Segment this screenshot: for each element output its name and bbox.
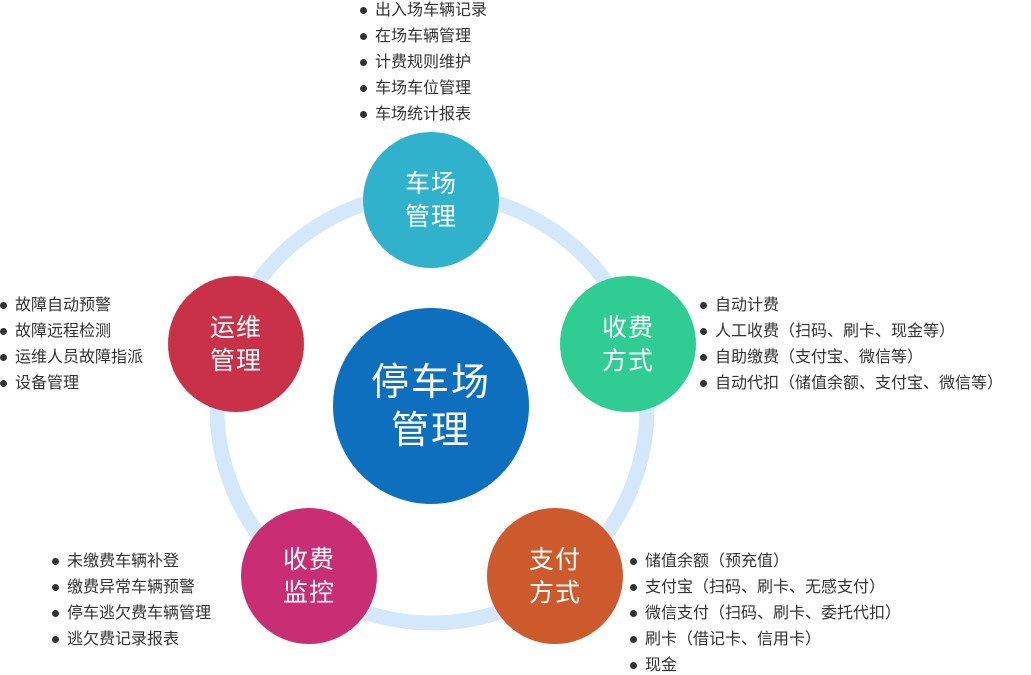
bullet-icon xyxy=(52,557,59,565)
bullet-icon xyxy=(360,110,367,118)
list-item-text: 车场车位管理 xyxy=(375,78,472,97)
payment-mode-items: 储值余额（预充值） 支付宝（扫码、刷卡、无感支付） 微信支付（扫码、刷卡、委托代… xyxy=(630,548,901,675)
bullet-icon xyxy=(52,635,59,643)
bullet-icon xyxy=(700,353,707,361)
list-item-text: 自动计费 xyxy=(715,295,780,314)
bullet-icon xyxy=(360,84,367,92)
bullet-icon xyxy=(700,379,707,387)
list-item-text: 计费规则维护 xyxy=(375,52,472,71)
bullet-icon xyxy=(630,557,637,565)
list-item: 运维人员故障指派 xyxy=(0,344,143,370)
list-item-text: 出入场车辆记录 xyxy=(375,0,488,19)
list-item: 自动计费 xyxy=(700,292,1003,318)
list-item: 支付宝（扫码、刷卡、无感支付） xyxy=(630,574,901,600)
bullet-icon xyxy=(360,32,367,40)
list-item-text: 缴费异常车辆预警 xyxy=(67,577,196,596)
list-item-text: 停车逃欠费车辆管理 xyxy=(67,603,212,622)
list-item: 故障自动预警 xyxy=(0,292,143,318)
node-fee-monitoring[interactable]: 收费 监控 xyxy=(241,508,377,644)
list-item-text: 未缴费车辆补登 xyxy=(67,551,180,570)
bullet-icon xyxy=(700,327,707,335)
center-node-line1: 停车场 xyxy=(370,360,491,404)
parking-management-items: 出入场车辆记录 在场车辆管理 计费规则维护 车场车位管理 车场统计报表 xyxy=(360,0,487,127)
node-parking-management-line1: 车场 xyxy=(404,169,457,198)
node-fee-mode[interactable]: 收费 方式 xyxy=(560,276,696,412)
list-item-text: 刷卡（借记卡、信用卡） xyxy=(645,629,822,648)
list-item: 未缴费车辆补登 xyxy=(52,548,211,574)
bullet-icon xyxy=(360,58,367,66)
list-item-text: 设备管理 xyxy=(15,373,80,392)
node-fee-mode-line2: 方式 xyxy=(601,346,654,375)
list-item-text: 故障自动预警 xyxy=(15,295,112,314)
bullet-icon xyxy=(52,583,59,591)
list-item: 逃欠费记录报表 xyxy=(52,626,211,652)
node-payment-mode[interactable]: 支付 方式 xyxy=(487,508,623,644)
list-item-text: 运维人员故障指派 xyxy=(15,347,144,366)
node-ops-management-line1: 运维 xyxy=(209,313,262,342)
bullet-icon xyxy=(630,661,637,669)
list-item-text: 在场车辆管理 xyxy=(375,26,472,45)
list-item-text: 微信支付（扫码、刷卡、委托代扣） xyxy=(645,603,902,622)
node-parking-management-line2: 管理 xyxy=(404,202,457,231)
center-node-line2: 管理 xyxy=(390,408,471,452)
list-item: 现金 xyxy=(630,652,901,675)
fee-mode-items: 自动计费 人工收费（扫码、刷卡、现金等） 自助缴费（支付宝、微信等） 自动代扣（… xyxy=(700,292,1003,396)
node-fee-monitoring-line2: 监控 xyxy=(282,578,335,607)
bullet-icon xyxy=(630,583,637,591)
list-item-text: 储值余额（预充值） xyxy=(645,551,790,570)
node-fee-mode-line1: 收费 xyxy=(601,313,654,342)
list-item-text: 逃欠费记录报表 xyxy=(67,629,180,648)
list-item: 人工收费（扫码、刷卡、现金等） xyxy=(700,318,1003,344)
bullet-icon xyxy=(52,609,59,617)
list-item: 自动代扣（储值余额、支付宝、微信等） xyxy=(700,370,1003,396)
fee-monitoring-items: 未缴费车辆补登 缴费异常车辆预警 停车逃欠费车辆管理 逃欠费记录报表 xyxy=(52,548,211,652)
list-item: 在场车辆管理 xyxy=(360,23,487,49)
list-item: 停车逃欠费车辆管理 xyxy=(52,600,211,626)
node-payment-mode-line1: 支付 xyxy=(528,545,581,574)
node-ops-management-line2: 管理 xyxy=(209,346,262,375)
bullet-icon xyxy=(0,301,7,309)
ops-management-items: 故障自动预警 故障远程检测 运维人员故障指派 设备管理 xyxy=(0,292,143,396)
bullet-icon xyxy=(0,353,7,361)
list-item-text: 现金 xyxy=(645,655,678,674)
node-ops-management[interactable]: 运维 管理 xyxy=(168,276,304,412)
bullet-icon xyxy=(630,609,637,617)
list-item: 自助缴费（支付宝、微信等） xyxy=(700,344,1003,370)
list-item-text: 自动代扣（储值余额、支付宝、微信等） xyxy=(715,373,1004,392)
list-item-text: 支付宝（扫码、刷卡、无感支付） xyxy=(645,577,886,596)
list-item-text: 车场统计报表 xyxy=(375,104,472,123)
list-item: 储值余额（预充值） xyxy=(630,548,901,574)
list-item-text: 自助缴费（支付宝、微信等） xyxy=(715,347,924,366)
node-payment-mode-line2: 方式 xyxy=(528,578,581,607)
list-item: 刷卡（借记卡、信用卡） xyxy=(630,626,901,652)
list-item: 设备管理 xyxy=(0,370,143,396)
list-item: 车场统计报表 xyxy=(360,101,487,127)
list-item: 出入场车辆记录 xyxy=(360,0,487,23)
list-item: 车场车位管理 xyxy=(360,75,487,101)
bullet-icon xyxy=(630,635,637,643)
list-item: 故障远程检测 xyxy=(0,318,143,344)
bullet-icon xyxy=(700,301,707,309)
center-node-parking-lot-management[interactable]: 停车场 管理 xyxy=(333,308,529,504)
list-item: 计费规则维护 xyxy=(360,49,487,75)
bullet-icon xyxy=(0,327,7,335)
bullet-icon xyxy=(360,6,367,14)
node-fee-monitoring-line1: 收费 xyxy=(282,545,335,574)
node-parking-management[interactable]: 车场 管理 xyxy=(363,132,499,268)
list-item: 缴费异常车辆预警 xyxy=(52,574,211,600)
bullet-icon xyxy=(0,379,7,387)
list-item-text: 人工收费（扫码、刷卡、现金等） xyxy=(715,321,956,340)
list-item: 微信支付（扫码、刷卡、委托代扣） xyxy=(630,600,901,626)
list-item-text: 故障远程检测 xyxy=(15,321,112,340)
